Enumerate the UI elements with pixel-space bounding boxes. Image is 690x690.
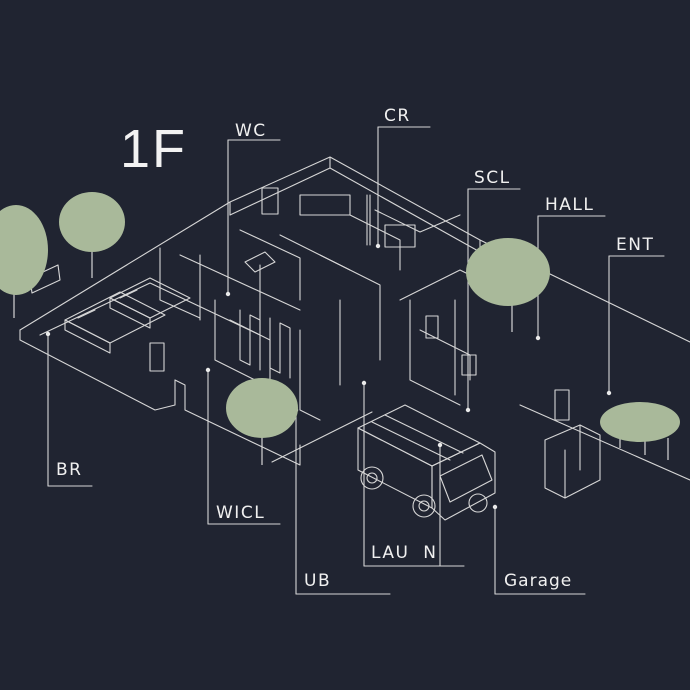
label-ub: UB — [304, 571, 332, 591]
leader-dots — [45, 243, 612, 510]
tree-right — [466, 238, 550, 332]
house-outline — [19, 156, 690, 466]
interior-walls — [159, 209, 501, 421]
label-laun: LAU N — [371, 543, 438, 563]
trees — [0, 192, 680, 465]
car — [357, 404, 496, 521]
floor-title: 1F — [120, 119, 188, 179]
tree-left-1 — [0, 205, 48, 318]
label-cr: CR — [384, 106, 411, 126]
beds — [29, 264, 191, 354]
fixtures — [239, 194, 416, 379]
label-ent: ENT — [616, 235, 655, 255]
label-br: BR — [56, 460, 83, 480]
tree-middle — [226, 378, 298, 465]
label-wicl: WICL — [216, 503, 266, 523]
windows — [149, 187, 570, 421]
garage-platform — [271, 404, 690, 499]
tree-left-2 — [59, 192, 125, 278]
label-wc: WC — [235, 121, 267, 141]
tree-hedge — [600, 402, 680, 460]
label-scl: SCL — [474, 168, 511, 188]
label-hall: HALL — [545, 195, 595, 215]
leader-lines — [47, 126, 665, 595]
label-garage: Garage — [504, 571, 573, 591]
